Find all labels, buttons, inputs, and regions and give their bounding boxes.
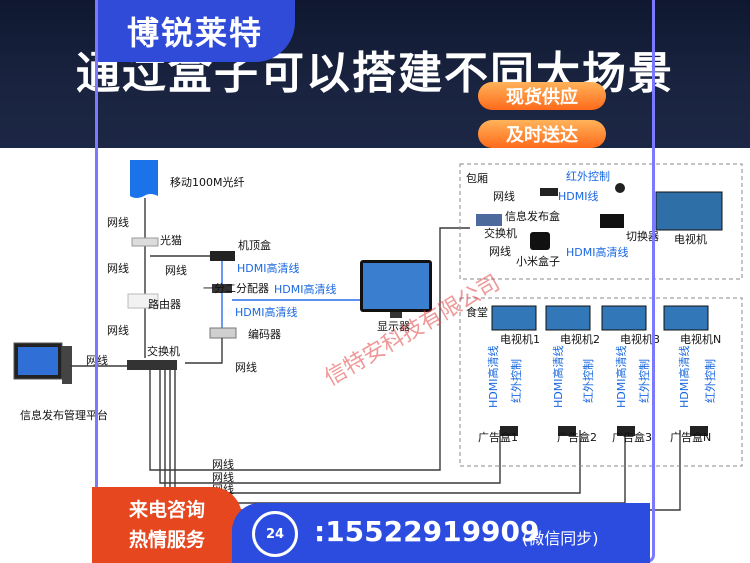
consult-banner: 来电咨询 热情服务 <box>92 487 242 563</box>
label-mibox: 小米盒子 <box>516 254 560 268</box>
center-monitor-stand <box>390 312 402 318</box>
main-switch-icon <box>127 360 177 370</box>
adbox-2-icon <box>558 426 576 436</box>
settop-box-icon <box>210 251 235 261</box>
label-net-6: 网线 <box>86 353 108 367</box>
router-icon <box>127 293 159 309</box>
room-zone <box>459 163 743 280</box>
line-to-box2 <box>164 370 581 494</box>
wechat-note: (微信同步) <box>522 529 599 548</box>
switcher-icon <box>600 214 624 228</box>
label-box-2: 广告盒2 <box>557 430 597 444</box>
label-room-net-1: 网线 <box>493 189 515 203</box>
line-to-room <box>149 227 470 471</box>
phone-number[interactable]: :15522919909 <box>314 515 540 548</box>
label-room-net-2: 网线 <box>489 244 511 258</box>
label-modem: 光猫 <box>160 233 182 247</box>
tv-2-icon <box>545 305 591 331</box>
canteen-unit-n: 电视机N 广告盒N HDMI高清线 红外控制 <box>663 305 721 444</box>
label-hdmi-1: HDMI高清线 <box>486 346 500 408</box>
label-hdmi-monitor: HDMI高清线 <box>274 282 336 296</box>
label-hdmi-2: HDMI高清线 <box>551 346 565 408</box>
label-fiber: 移动100M光纤 <box>170 175 245 189</box>
label-ir-3: 红外控制 <box>637 359 651 403</box>
canteen-unit-3: 电视机3 广告盒3 HDMI高清线 红外控制 <box>601 305 660 444</box>
room-switch-icon <box>476 214 502 226</box>
label-ir-2: 红外控制 <box>581 359 595 403</box>
encoder-icon <box>209 327 237 339</box>
canteen-unit-1: 电视机1 广告盒1 HDMI高清线 红外控制 <box>478 305 540 444</box>
label-net-3: 网线 <box>165 263 187 277</box>
line-to-boxN <box>174 370 681 511</box>
label-room-tv: 电视机 <box>674 232 707 246</box>
adbox-1-icon <box>500 426 518 436</box>
label-ir-n: 红外控制 <box>703 359 717 403</box>
label-ir-1: 红外控制 <box>509 359 523 403</box>
line-to-box1 <box>159 370 501 484</box>
label-hdmi-3: HDMI高清线 <box>614 346 628 408</box>
label-room: 包厢 <box>466 172 488 185</box>
network-diagram: 移动100M光纤 网线 光猫 网线 网线 机顶盒 HDMI高清线 一分二分配器 … <box>13 160 743 511</box>
canteen-zone <box>459 297 743 467</box>
phone-banner: 24 :15522919909 (微信同步) <box>232 503 650 563</box>
canteen-unit-2: 电视机2 广告盒2 HDMI高清线 红外控制 <box>545 305 600 444</box>
brand-logo: 博锐莱特 <box>95 0 295 62</box>
label-platform: 信息发布管理平台 <box>20 408 108 422</box>
fiber-icon <box>130 160 158 198</box>
tv-3-icon <box>601 305 647 331</box>
label-hdmi-encoder: HDMI高清线 <box>235 305 297 319</box>
label-router: 路由器 <box>148 297 181 311</box>
label-tv-2: 电视机2 <box>560 332 600 346</box>
splitter-icon <box>212 284 232 293</box>
label-tv-n: 电视机N <box>680 332 721 346</box>
label-switcher: 切换器 <box>626 229 659 243</box>
label-switch: 交换机 <box>147 344 180 358</box>
label-room-hdmi-2: HDMI高清线 <box>566 245 628 259</box>
center-monitor-screen <box>363 263 429 309</box>
label-net-2: 网线 <box>107 261 129 275</box>
badge-in-stock: 现货供应 <box>478 82 606 110</box>
mibox-icon <box>530 232 550 250</box>
modem-icon <box>131 237 159 247</box>
ir-sensor-icon <box>615 183 625 193</box>
label-box-n: 广告盒N <box>670 430 711 444</box>
consult-line-1: 来电咨询 <box>128 499 205 521</box>
label-tv-1: 电视机1 <box>500 332 540 346</box>
adbox-n-icon <box>690 426 708 436</box>
pc-screen-icon <box>18 347 58 375</box>
label-room-hdmi: HDMI线 <box>558 189 598 203</box>
info-box-icon <box>540 188 558 196</box>
label-hdmi-stb: HDMI高清线 <box>237 261 299 275</box>
label-splitter: 一分二分配器 <box>203 282 269 295</box>
consult-line-2: 热情服务 <box>128 529 205 551</box>
tv-1-icon <box>491 305 537 331</box>
label-room-ir: 红外控制 <box>566 169 610 183</box>
label-net-1: 网线 <box>107 215 129 229</box>
pc-tower-icon <box>62 346 72 384</box>
room-tv-icon <box>655 191 723 231</box>
phone-24h-icon: 24 <box>252 511 298 557</box>
label-net-5: 网线 <box>235 360 257 374</box>
label-canteen: 食堂 <box>466 305 488 319</box>
label-box-1: 广告盒1 <box>478 430 518 444</box>
label-net-4: 网线 <box>107 323 129 337</box>
label-hdmi-n: HDMI高清线 <box>677 346 691 408</box>
label-box-3: 广告盒3 <box>612 430 652 444</box>
label-info-box: 信息发布盒 <box>505 209 560 223</box>
label-tv-3: 电视机3 <box>620 332 660 346</box>
label-room-switch: 交换机 <box>484 226 517 240</box>
tv-n-icon <box>663 305 709 331</box>
badge-fast-delivery: 及时送达 <box>478 120 606 148</box>
adbox-3-icon <box>617 426 635 436</box>
label-net-7: 网线 <box>212 457 234 471</box>
label-encoder: 编码器 <box>248 327 281 341</box>
label-net-8: 网线 <box>212 470 234 484</box>
label-monitor: 显示器 <box>377 320 410 333</box>
line-encoder-switch <box>185 338 223 364</box>
label-stb: 机顶盒 <box>238 238 271 252</box>
